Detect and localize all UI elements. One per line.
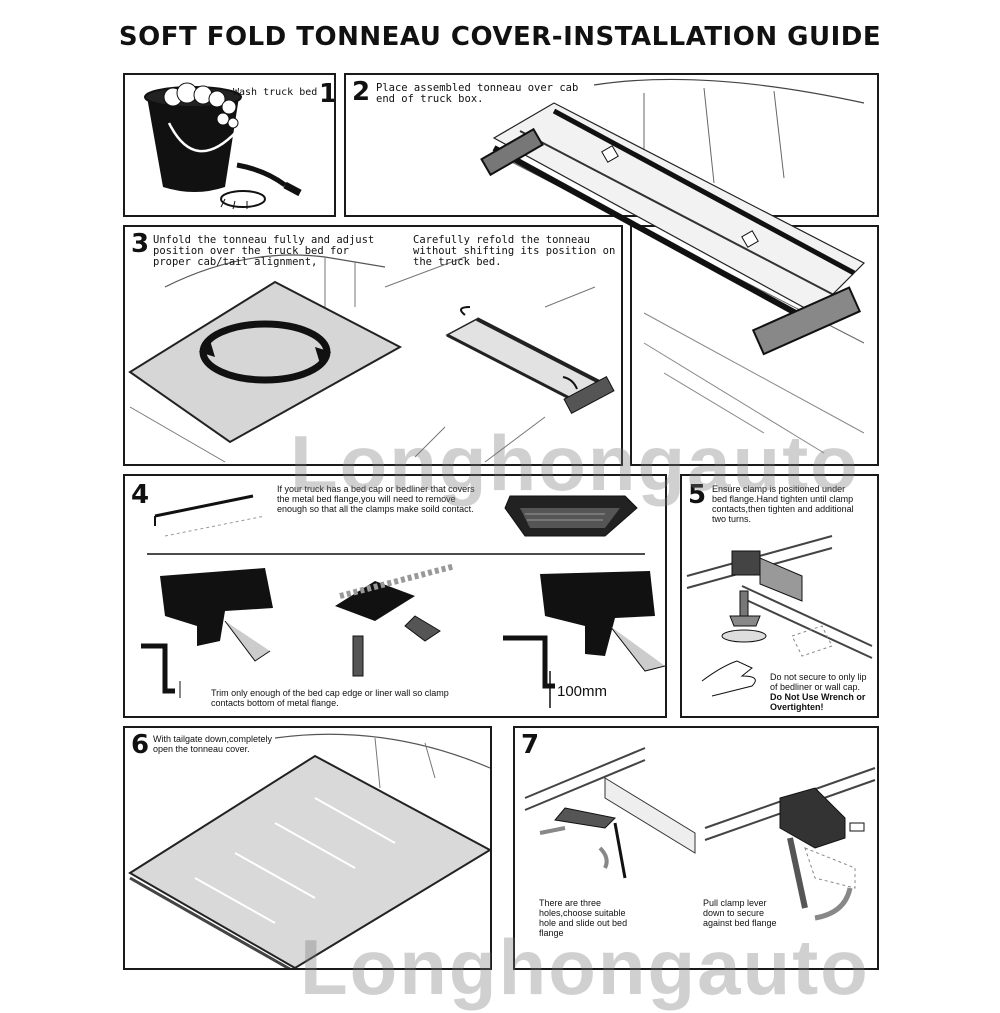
tonneau-on-truck-illustration <box>480 78 866 454</box>
step-7-number: 7 <box>521 730 540 760</box>
step-1-number: 1 <box>319 79 336 109</box>
step-5-panel: 5 Ensure clamp is positioned under bed f… <box>680 474 879 718</box>
step-4-text-2: Trim only enough of the bed cap edge or … <box>211 688 449 708</box>
step-4-text: If your truck has a bed cap or bedliner … <box>277 484 475 514</box>
unfold-illustration <box>128 254 615 463</box>
step-2-number: 2 <box>352 77 371 107</box>
step-5-warning: Do Not Use Wrench or Overtighten! <box>770 692 866 712</box>
watermark-bottom: Longhongauto <box>300 923 870 1011</box>
step-3-text: Unfold the tonneau fully and adjust posi… <box>153 234 375 268</box>
step-3-text-2: Carefully refold the tonneau without shi… <box>413 234 616 268</box>
step-7-text-2: Pull clamp lever down to secure against … <box>703 898 777 928</box>
step-3-panel: 3 Unfold the tonneau fully and adjust po… <box>123 225 623 466</box>
step-6-panel: 6 With tailgate down,completely open the… <box>123 726 492 970</box>
open-cover-illustration <box>128 733 490 968</box>
step-5-number: 5 <box>688 480 707 510</box>
step-4-panel: 4 If your truck has a bed cap or bedline… <box>123 474 667 718</box>
clamp-lever-illustration <box>524 747 876 921</box>
step-6-number: 6 <box>131 730 150 760</box>
bucket-illustration <box>144 82 302 210</box>
step-5-text: Ensure clamp is positioned under bed fla… <box>712 484 854 524</box>
step-1-text: Wash truck bed <box>233 87 318 98</box>
watermark-top: Longhongauto <box>290 419 860 507</box>
bed-cap-trim-illustration <box>141 494 665 708</box>
step-4-number: 4 <box>131 480 150 510</box>
step-2-text: Place assembled tonneau over cab end of … <box>376 82 579 105</box>
step-7-panel: 7 There are three holes,choose suitable … <box>513 726 879 970</box>
step-3-number: 3 <box>131 229 150 259</box>
clamp-tighten-illustration <box>686 535 873 697</box>
step-7-text: There are three holes,choose suitable ho… <box>539 898 628 938</box>
step-1-panel: Wash truck bed 1 <box>123 73 336 217</box>
guide-title: SOFT FOLD TONNEAU COVER-INSTALLATION GUI… <box>118 22 882 52</box>
step-4-dimension: 100mm <box>557 683 608 700</box>
step-5-note: Do not secure to only lip of bedliner or… <box>770 672 867 692</box>
step-6-text: With tailgate down,completely open the t… <box>153 734 273 754</box>
